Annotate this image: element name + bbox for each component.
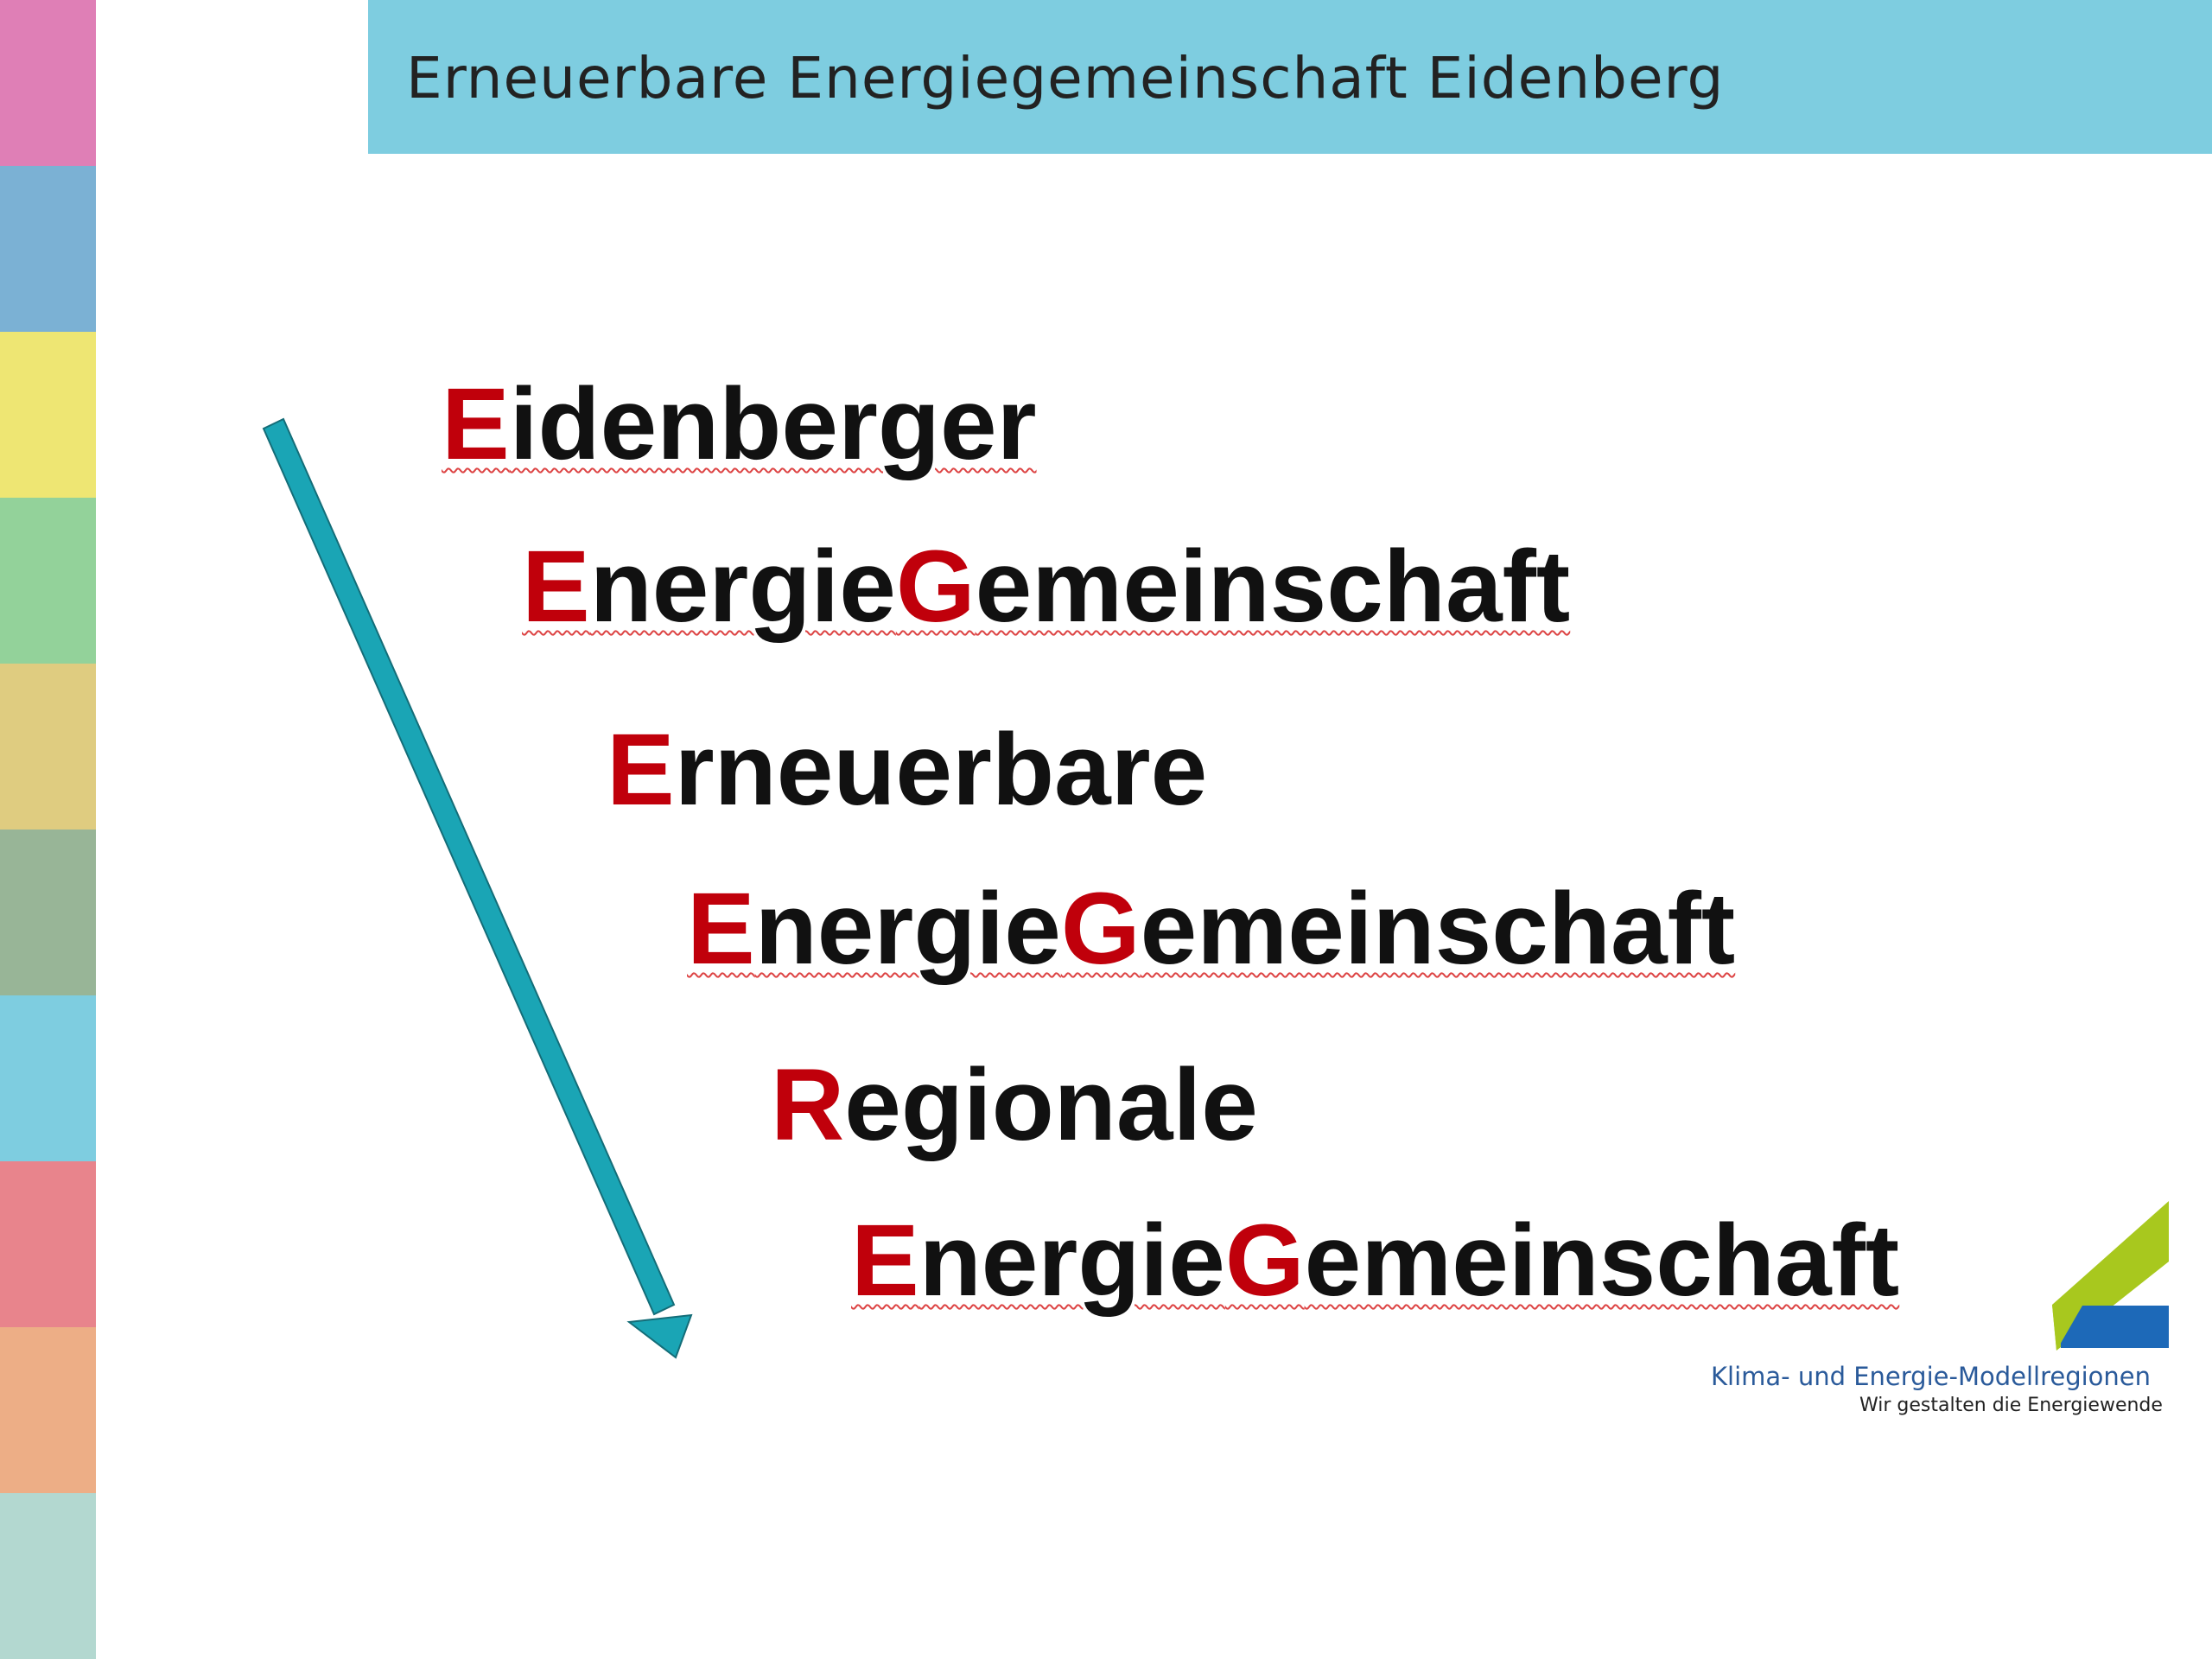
line-energiegemeinschaft-2: EnergieGemeinschaft: [687, 872, 1736, 986]
strip-green: [0, 498, 96, 664]
logo-name: Klima- und Energie-Modellregionen: [1711, 1362, 2152, 1391]
strip-pink: [0, 0, 96, 166]
logo-tagline: Wir gestalten die Energiewende: [1859, 1395, 2163, 1416]
arrow-head: [626, 1313, 693, 1359]
line-energiegemeinschaft-3: EnergieGemeinschaft: [851, 1204, 1900, 1318]
strip-mint: [0, 1493, 96, 1659]
strip-sage: [0, 830, 96, 995]
strip-orange: [0, 1327, 96, 1493]
title-bar: Erneuerbare Energiegemeinschaft Eidenber…: [368, 0, 2212, 154]
logo-mark-icon: [2052, 1201, 2169, 1351]
strip-yellow: [0, 332, 96, 498]
strip-blue: [0, 166, 96, 332]
strip-red: [0, 1161, 96, 1327]
line-erneuerbare: Erneuerbare: [607, 713, 1208, 827]
strip-sand: [0, 664, 96, 830]
line-regionale: Regionale: [771, 1048, 1258, 1162]
line-energiegemeinschaft-1: EnergieGemeinschaft: [522, 530, 1571, 644]
page-title: Erneuerbare Energiegemeinschaft Eidenber…: [406, 45, 1725, 111]
line-eidenberger: Eidenberger: [442, 367, 1037, 481]
arrow-shaft: [262, 417, 676, 1316]
strip-cyan: [0, 995, 96, 1161]
